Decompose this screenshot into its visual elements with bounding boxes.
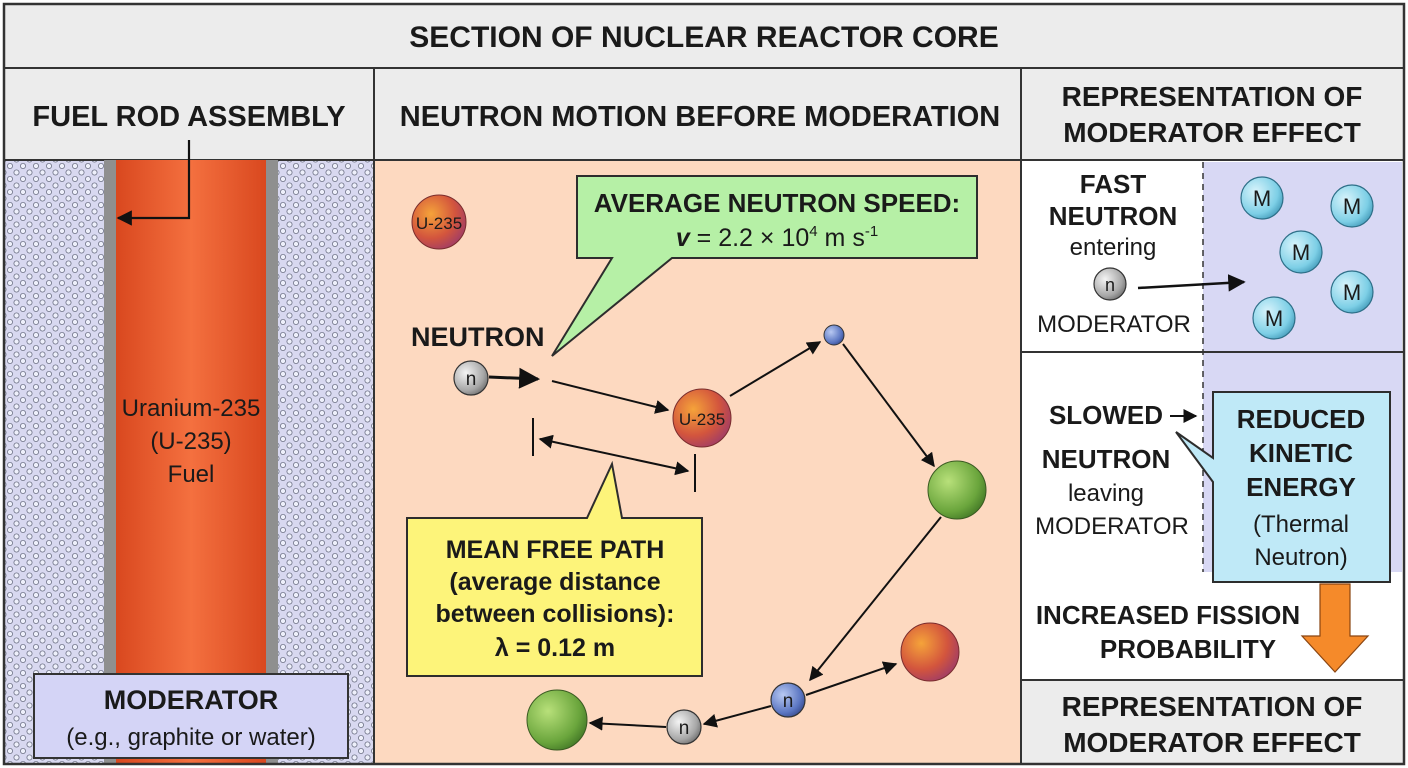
path-segment-7 — [588, 716, 667, 731]
footer-line2: MODERATOR EFFECT — [1063, 727, 1361, 758]
cladding-left — [104, 160, 116, 764]
right-header-line2: MODERATOR EFFECT — [1063, 117, 1361, 148]
fuel-label-line1: Uranium-235 — [122, 395, 261, 422]
cladding-right — [266, 160, 278, 764]
neutron-start — [453, 360, 489, 396]
fuel-rod — [116, 160, 266, 764]
moderator-atom: M — [1240, 176, 1284, 220]
pointer-arrow — [116, 140, 191, 226]
u235-nucleus-lower — [900, 622, 960, 682]
neutron-blue — [770, 682, 806, 718]
moderator-atom: M — [1279, 230, 1323, 274]
diagram-title: SECTION OF NUCLEAR REACTOR CORE — [409, 21, 998, 54]
reduced-line4: (Thermal — [1253, 511, 1349, 538]
neutron-start-symbol: n — [466, 369, 477, 390]
middle-header-text: NEUTRON MOTION BEFORE MODERATION — [400, 101, 1000, 133]
u235-collision-nucleus — [672, 388, 732, 448]
svg-text:M: M — [1253, 186, 1271, 211]
moderator-atom: M — [1330, 184, 1374, 228]
speed-unit: m s — [818, 224, 865, 252]
fast-line3: entering — [1070, 234, 1157, 261]
path-segment-5 — [805, 661, 898, 696]
fuel-label-line3: Fuel — [168, 461, 215, 488]
svg-text:M: M — [1343, 280, 1361, 305]
right-header-line1: REPRESENTATION OF — [1062, 81, 1363, 112]
slowed-line2: NEUTRON — [1042, 444, 1171, 474]
left-header-text: FUEL ROD ASSEMBLY — [32, 101, 345, 133]
right-footer — [1020, 679, 1405, 765]
entering-arrow — [1137, 274, 1246, 292]
speed-value: = 2.2 × 10 — [690, 224, 810, 252]
neutron-gray-bottom-symbol: n — [679, 718, 690, 739]
reduced-line1: REDUCED — [1237, 404, 1366, 434]
path-segment-3 — [842, 343, 935, 468]
u235-label-collision: U-235 — [679, 410, 725, 429]
neutron-start-arrow — [488, 367, 541, 389]
moderator-label: MODERATOR — [104, 685, 279, 715]
slowed-line3: leaving — [1068, 480, 1144, 507]
moderator-atom: M — [1330, 270, 1374, 314]
reduced-line5: Neutron) — [1254, 544, 1347, 571]
mfp-line1: MEAN FREE PATH — [446, 536, 665, 564]
fission-line2: PROBABILITY — [1100, 634, 1276, 664]
neutron-label: NEUTRON — [411, 322, 545, 352]
speed-var: v — [676, 224, 692, 252]
fast-line1: FAST — [1080, 169, 1147, 199]
mfp-dimension-line — [538, 434, 690, 476]
u235-nucleus-top — [411, 194, 467, 250]
small-particle — [823, 324, 845, 346]
fast-neutron-symbol: n — [1105, 275, 1115, 295]
svg-text:M: M — [1343, 194, 1361, 219]
svg-text:M: M — [1265, 306, 1283, 331]
fast-moderator-label: MODERATOR — [1037, 311, 1191, 338]
fuel-label-line2: (U-235) — [150, 428, 231, 455]
path-segment-2 — [729, 341, 822, 397]
reduced-line3: ENERGY — [1246, 472, 1356, 502]
moderator-atom: M — [1252, 296, 1296, 340]
mfp-line4: λ = 0.12 m — [495, 634, 615, 662]
mfp-callout-box — [406, 460, 703, 677]
green-nucleus-bottom — [526, 689, 588, 751]
footer-line1: REPRESENTATION OF — [1062, 691, 1363, 722]
fission-arrow — [1300, 583, 1370, 673]
moderator-label-box — [33, 673, 349, 759]
speed-callout-box — [551, 175, 978, 357]
path-segment-6 — [702, 705, 772, 728]
speed-callout-line2: v = 2.2 × 104 m s-1 — [676, 223, 878, 252]
reduced-line2: KINETIC — [1249, 438, 1353, 468]
fast-line2: NEUTRON — [1049, 201, 1178, 231]
neutron-gray-bottom — [666, 709, 702, 745]
fission-line1: INCREASED FISSION — [1036, 600, 1300, 630]
middle-header — [373, 67, 1022, 161]
neutron-blue-symbol: n — [783, 691, 794, 712]
moderator-sublabel: (e.g., graphite or water) — [66, 724, 315, 751]
speed-unit-exponent: -1 — [865, 223, 878, 240]
slowed-line4: MODERATOR — [1035, 513, 1189, 540]
mfp-line2: (average distance — [449, 568, 660, 596]
fast-neutron — [1093, 267, 1127, 301]
right-header — [1020, 67, 1405, 161]
svg-text:M: M — [1292, 240, 1310, 265]
u235-label-top: U-235 — [416, 214, 462, 233]
speed-exponent: 4 — [809, 223, 817, 240]
path-segment-1 — [551, 380, 670, 414]
reduced-energy-callout — [1175, 391, 1391, 583]
title-bar — [3, 3, 1405, 69]
speed-callout-line1: AVERAGE NEUTRON SPEED: — [594, 188, 960, 218]
green-nucleus-right — [927, 460, 987, 520]
path-segment-4 — [809, 516, 942, 682]
slowed-line1: SLOWED — [1049, 400, 1163, 430]
mfp-line3: between collisions): — [436, 600, 675, 628]
